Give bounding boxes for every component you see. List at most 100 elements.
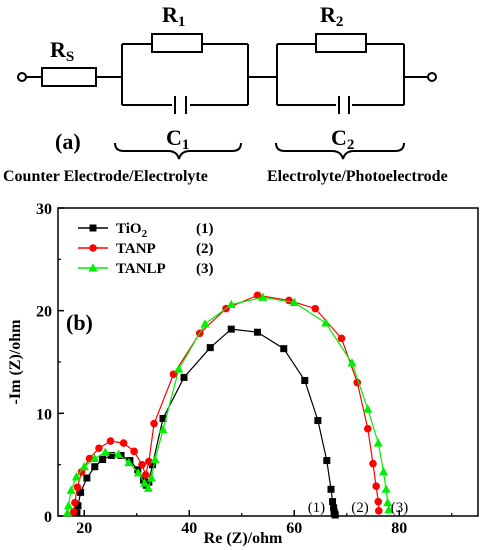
- data-point: [323, 457, 331, 465]
- data-point: [79, 461, 89, 471]
- brace-left: [114, 142, 242, 160]
- data-point: [73, 483, 82, 492]
- capacitor-c1-label: C1: [166, 125, 189, 153]
- data-point: [133, 468, 143, 477]
- capacitor-c2-label: C2: [331, 125, 354, 153]
- data-point: [119, 439, 128, 447]
- y-tick-label: 0: [44, 509, 52, 526]
- data-point: [100, 447, 110, 456]
- data-point: [337, 334, 346, 343]
- legend-label: TANP: [116, 241, 156, 257]
- curve-index-label: (3): [391, 500, 409, 516]
- data-point: [90, 453, 100, 463]
- x-tick-label: 40: [181, 520, 197, 537]
- series-tanp: [69, 291, 383, 516]
- data-point: [301, 376, 309, 384]
- data-point: [145, 457, 153, 466]
- data-point: [330, 504, 338, 512]
- data-point: [71, 472, 81, 481]
- series-line: [73, 294, 380, 512]
- data-point: [327, 485, 335, 493]
- data-point: [113, 449, 123, 458]
- resistor-r1-label: R1: [162, 2, 185, 30]
- data-point: [258, 292, 268, 301]
- data-point: [130, 447, 138, 456]
- panel-b-label: (b): [66, 310, 93, 335]
- caption-counter-electrode: Counter Electrode/Electrolyte: [3, 168, 208, 185]
- data-point: [146, 473, 156, 482]
- data-point: [99, 456, 107, 464]
- resistor-rs-label: RS: [50, 37, 74, 65]
- data-point: [200, 319, 210, 328]
- y-axis: 0 10 20 30: [36, 201, 64, 526]
- data-point: [254, 328, 261, 336]
- curve-index-labels: (1)(2)(3): [308, 500, 409, 516]
- data-point: [64, 500, 73, 510]
- y-tick-label: 30: [36, 201, 52, 218]
- legend-label: TiO2: [116, 221, 148, 240]
- data-point: [226, 299, 236, 309]
- data-point: [158, 424, 168, 434]
- y-axis-label: -Im (Z)/ohm: [7, 319, 24, 405]
- data-point: [95, 444, 103, 453]
- rc2-frame: [276, 43, 405, 106]
- data-point: [374, 497, 383, 506]
- data-point: [62, 508, 72, 517]
- y-tick-label: 20: [36, 304, 52, 321]
- data-point: [379, 467, 388, 476]
- data-point: [106, 437, 115, 445]
- data-point: [150, 419, 158, 428]
- x-axis-label: Re (Z)/ohm: [204, 530, 283, 547]
- data-point: [369, 459, 377, 468]
- data-point: [280, 345, 288, 353]
- data-point: [363, 424, 372, 433]
- data-point: [227, 325, 235, 333]
- data-point: [329, 498, 337, 506]
- series-line: [66, 296, 390, 513]
- data-point: [363, 404, 373, 413]
- terminal-right: [427, 72, 437, 82]
- series-line: [76, 328, 336, 516]
- data-point: [373, 438, 383, 447]
- brace-right: [275, 142, 405, 160]
- legend-index: (2): [196, 241, 214, 257]
- data-point: [206, 344, 214, 352]
- y-tick-label: 10: [36, 406, 52, 423]
- data-point: [140, 476, 148, 484]
- data-point: [383, 497, 393, 507]
- data-point: [108, 451, 116, 459]
- legend-marker: [88, 263, 98, 272]
- data-point: [314, 417, 322, 425]
- data-point: [381, 484, 391, 493]
- series-layer: [62, 291, 394, 519]
- equivalent-circuit: RS R1 R2 C1 C2 (a) Counter Electrode/Ele…: [3, 2, 448, 185]
- data-point: [331, 511, 339, 519]
- data-point: [66, 485, 76, 494]
- data-point: [159, 414, 167, 422]
- data-point: [384, 505, 394, 514]
- rc1-frame: [121, 43, 249, 106]
- panel-a-label: (a): [55, 129, 81, 154]
- resistor-rs: [41, 67, 97, 87]
- resistor-r1: [151, 33, 203, 53]
- legend-label: TANLP: [116, 261, 166, 277]
- x-tick-label: 20: [76, 520, 92, 537]
- resistor-r2-label: R2: [320, 2, 343, 30]
- data-point: [372, 482, 380, 491]
- data-point: [311, 304, 320, 313]
- data-point: [150, 454, 160, 464]
- data-point: [289, 297, 299, 306]
- data-point: [143, 483, 153, 492]
- data-point: [321, 318, 331, 327]
- curve-index-label: (2): [351, 500, 369, 516]
- data-point: [174, 364, 184, 373]
- x-tick-label: 80: [391, 520, 407, 537]
- resistor-r2: [315, 33, 367, 53]
- series-tio2: [73, 325, 339, 519]
- series-tanlp: [62, 292, 394, 517]
- terminal-left: [17, 72, 27, 82]
